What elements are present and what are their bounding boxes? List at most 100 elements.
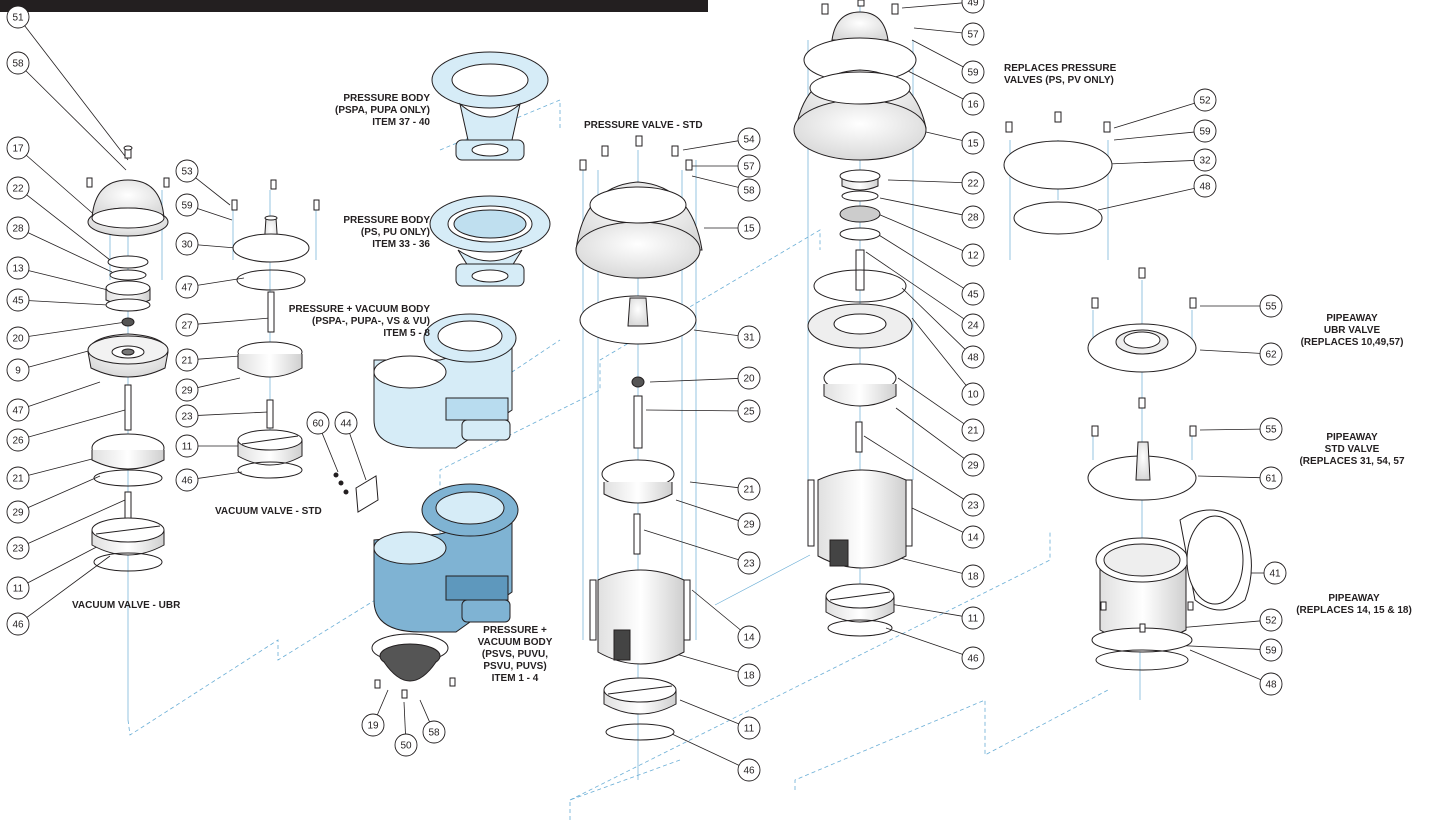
leader-line xyxy=(1197,475,1261,479)
callout-26: 26 xyxy=(6,428,30,452)
callout-52: 52 xyxy=(1193,88,1217,112)
leader-line xyxy=(863,435,964,500)
leader-line xyxy=(913,27,963,34)
label-pipeaway-std: PIPEAWAY STD VALVE (REPLACES 31, 54, 57 xyxy=(1299,432,1405,467)
leader-line xyxy=(889,603,963,617)
callout-number: 28 xyxy=(967,213,979,224)
label-pressure-vacuum-body-2: PRESSURE + VACUUM BODY (PSVS, PUVU, PSVU… xyxy=(477,625,553,684)
leader-line xyxy=(873,231,964,289)
leader-line xyxy=(911,39,964,68)
callout-circle xyxy=(961,313,985,337)
callout-circle xyxy=(394,733,418,757)
leader-line xyxy=(1189,649,1262,681)
leader-line xyxy=(25,70,127,171)
callout-number: 16 xyxy=(967,100,979,111)
callout-circle xyxy=(961,418,985,442)
callout-48: 48 xyxy=(1193,174,1217,198)
callout-circle xyxy=(175,348,199,372)
leader-line xyxy=(911,507,964,533)
callout-circle xyxy=(961,606,985,630)
callout-circle xyxy=(1193,148,1217,172)
callout-25: 25 xyxy=(737,399,761,423)
callout-23: 23 xyxy=(961,493,985,517)
callout-number: 11 xyxy=(968,614,979,625)
callout-circle xyxy=(961,243,985,267)
callout-number: 30 xyxy=(181,240,193,251)
callout-circle xyxy=(6,428,30,452)
callout-number: 29 xyxy=(12,508,24,519)
callout-number: 52 xyxy=(1265,616,1277,627)
callout-number: 57 xyxy=(967,30,979,41)
callout-number: 29 xyxy=(967,461,979,472)
callout-circle xyxy=(961,92,985,116)
callout-number: 58 xyxy=(743,186,755,197)
callout-23: 23 xyxy=(737,551,761,575)
callout-number: 18 xyxy=(967,572,979,583)
callout-27: 27 xyxy=(175,313,199,337)
callout-circle xyxy=(737,716,761,740)
callout-number: 20 xyxy=(12,334,24,345)
callout-circle xyxy=(6,398,30,422)
callout-21: 21 xyxy=(737,477,761,501)
callout-circle xyxy=(6,176,30,200)
callout-circle xyxy=(961,171,985,195)
callout-number: 54 xyxy=(743,135,755,146)
leader-line xyxy=(1199,428,1261,431)
callout-59: 59 xyxy=(175,193,199,217)
callout-circle xyxy=(422,720,446,744)
callout-11: 11 xyxy=(6,576,30,600)
callout-14: 14 xyxy=(737,625,761,649)
callout-number: 58 xyxy=(428,728,440,739)
leader-line xyxy=(197,471,243,479)
leader-line xyxy=(197,317,271,325)
leader-line xyxy=(1107,160,1195,165)
callout-circle xyxy=(306,411,330,435)
callout-number: 57 xyxy=(743,162,755,173)
callout-number: 50 xyxy=(400,741,412,752)
callout-circle xyxy=(6,136,30,160)
callout-number: 46 xyxy=(743,766,755,777)
leader-line xyxy=(349,433,367,481)
leader-line xyxy=(691,589,741,631)
callout-55: 55 xyxy=(1259,417,1283,441)
callout-number: 18 xyxy=(743,671,755,682)
callout-circle xyxy=(961,0,985,14)
callout-number: 23 xyxy=(12,544,24,555)
callout-number: 23 xyxy=(967,501,979,512)
callout-number: 59 xyxy=(181,201,193,212)
callout-30: 30 xyxy=(175,232,199,256)
callout-number: 29 xyxy=(181,386,193,397)
callout-number: 21 xyxy=(181,356,193,367)
leader-line xyxy=(1199,349,1261,354)
callout-58: 58 xyxy=(422,720,446,744)
callout-number: 19 xyxy=(367,721,379,732)
callout-48: 48 xyxy=(1259,672,1283,696)
callout-circle xyxy=(334,411,358,435)
callout-28: 28 xyxy=(961,205,985,229)
callout-48: 48 xyxy=(961,345,985,369)
callout-circle xyxy=(1263,561,1287,585)
callout-circle xyxy=(961,22,985,46)
callout-number: 62 xyxy=(1265,350,1277,361)
callout-57: 57 xyxy=(737,154,761,178)
callout-number: 20 xyxy=(743,374,755,385)
callout-circle xyxy=(737,477,761,501)
callout-circle xyxy=(175,378,199,402)
leader-line xyxy=(27,232,113,273)
callout-11: 11 xyxy=(175,434,199,458)
callout-number: 47 xyxy=(12,406,24,417)
callout-circle xyxy=(737,512,761,536)
callout-11: 11 xyxy=(737,716,761,740)
callout-circle xyxy=(737,154,761,178)
callout-61: 61 xyxy=(1259,466,1283,490)
callout-circle xyxy=(961,525,985,549)
label-replaces-pressure: REPLACES PRESSURE VALVES (PS, PV ONLY) xyxy=(1004,63,1117,86)
leader-line xyxy=(24,25,129,161)
leader-line xyxy=(197,208,233,221)
leader-line xyxy=(911,317,967,386)
callout-circle xyxy=(737,758,761,782)
leader-line xyxy=(197,411,269,416)
leader-line xyxy=(877,213,964,252)
leader-line xyxy=(28,349,93,368)
callout-number: 17 xyxy=(12,144,24,155)
